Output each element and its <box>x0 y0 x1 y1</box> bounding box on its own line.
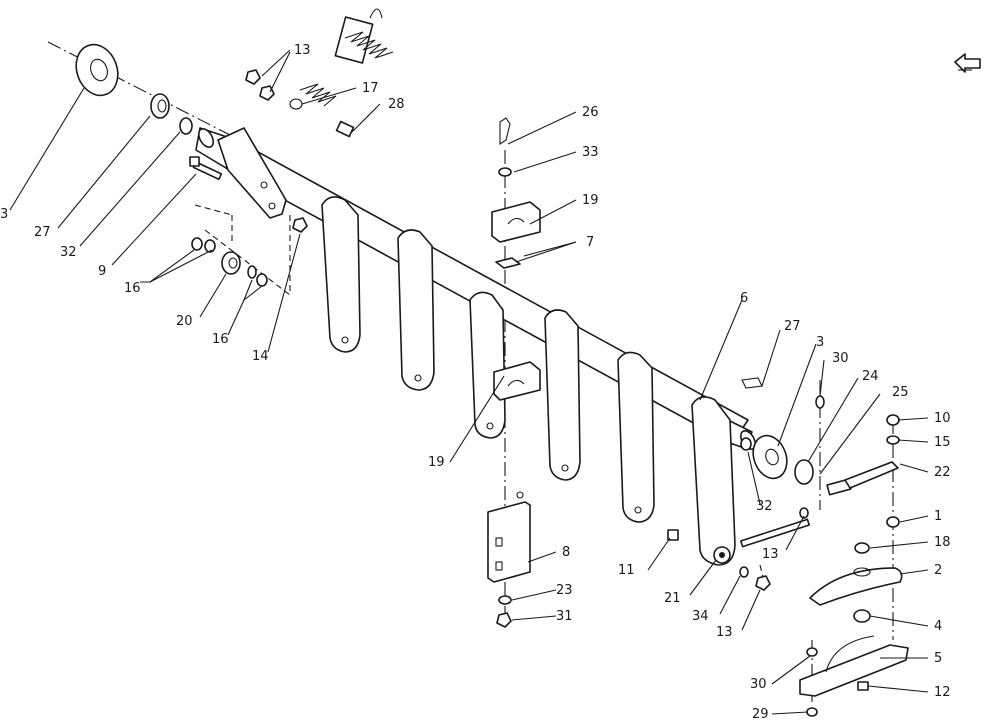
left-end-link <box>217 127 287 219</box>
callout-1: 1 <box>934 509 942 524</box>
callout-24: 24 <box>862 369 879 384</box>
callout-19b: 19 <box>428 455 445 470</box>
callout-27: 27 <box>34 225 51 240</box>
right-hardware <box>667 377 909 717</box>
callout-29: 29 <box>752 707 769 722</box>
callout-3b: 3 <box>816 335 824 350</box>
callout-27b: 27 <box>784 319 801 334</box>
right-end-link <box>691 396 736 566</box>
springs <box>245 8 394 138</box>
callout-5: 5 <box>934 651 942 666</box>
tine-arms <box>321 196 655 523</box>
callout-16b: 16 <box>212 332 229 347</box>
callout-10: 10 <box>934 411 951 426</box>
callout-7: 7 <box>586 235 594 250</box>
callout-12: 12 <box>934 685 951 700</box>
callout-32b: 32 <box>756 499 773 514</box>
callout-21: 21 <box>664 591 681 606</box>
callout-3: 3 <box>0 207 8 222</box>
callout-8: 8 <box>562 545 570 560</box>
callout-9: 9 <box>98 264 106 279</box>
callout-33: 33 <box>582 145 599 160</box>
callout-17: 17 <box>362 81 379 96</box>
callout-14: 14 <box>252 349 269 364</box>
center-hardware <box>487 117 541 628</box>
callout-23: 23 <box>556 583 573 598</box>
callout-28: 28 <box>388 97 405 112</box>
callout-15: 15 <box>934 435 951 450</box>
callout-labels: 3 27 32 9 16 20 16 14 13 17 28 26 33 19 … <box>0 43 951 722</box>
callout-2: 2 <box>934 563 942 578</box>
callout-19: 19 <box>582 193 599 208</box>
callout-13c: 13 <box>762 547 779 562</box>
callout-22: 22 <box>934 465 951 480</box>
callout-20: 20 <box>176 314 193 329</box>
callout-30: 30 <box>832 351 849 366</box>
callout-25: 25 <box>892 385 909 400</box>
leader-lines <box>9 49 929 715</box>
callout-30b: 30 <box>750 677 767 692</box>
left-hardware <box>75 43 308 287</box>
callout-13: 13 <box>294 43 311 58</box>
callout-34: 34 <box>692 609 709 624</box>
callout-11: 11 <box>618 563 635 578</box>
callout-6: 6 <box>740 291 748 306</box>
callout-18: 18 <box>934 535 951 550</box>
return-arrow-icon[interactable] <box>954 53 981 73</box>
callout-32: 32 <box>60 245 77 260</box>
callout-4: 4 <box>934 619 942 634</box>
callout-13b: 13 <box>716 625 733 640</box>
callout-16: 16 <box>124 281 141 296</box>
callout-26: 26 <box>582 105 599 120</box>
callout-31: 31 <box>556 609 573 624</box>
